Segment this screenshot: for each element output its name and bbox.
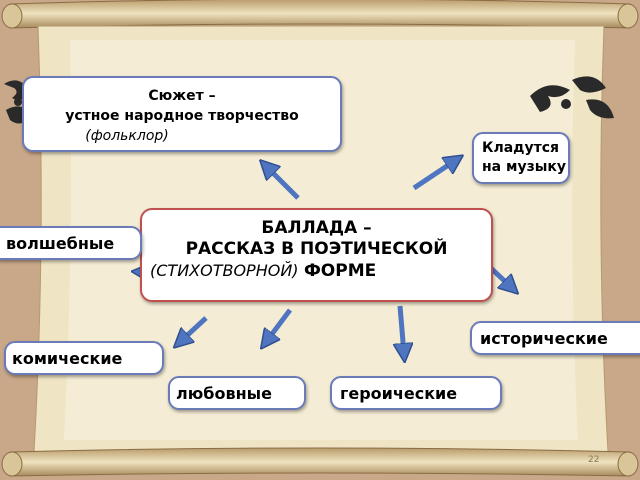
arrow-to-love: [266, 308, 292, 342]
ballad-definition: РАССКАЗ В ПОЭТИЧЕСКОЙ: [185, 239, 448, 259]
type-heroic-label: героические: [340, 384, 458, 403]
ballad-definition-box: БАЛЛАДА – РАССКАЗ В ПОЭТИЧЕСКОЙ (СТИХОТВ…: [140, 208, 493, 302]
type-comic-label: комические: [12, 349, 123, 368]
music-line-1: Кладутся: [482, 140, 559, 156]
plot-title: Сюжет –: [148, 88, 216, 104]
arrow-to-music: [412, 160, 456, 191]
type-love-label: любовные: [176, 384, 272, 403]
plot-box: Сюжет – устное народное творчество (фоль…: [22, 76, 342, 152]
ballad-italic-part: (СТИХОТВОРНОЙ): [150, 261, 299, 280]
type-comic-box: комические: [4, 341, 164, 375]
arrow-to-comic: [180, 316, 208, 342]
type-magic-box: волшебные: [0, 226, 142, 260]
music-line-2: на музыку: [482, 159, 566, 175]
plot-text: устное народное творчество: [65, 108, 299, 124]
type-heroic-box: героические: [330, 376, 502, 410]
ballad-form-word: ФОРМЕ: [303, 261, 377, 281]
arrow-to-plot: [266, 166, 300, 200]
type-historic-box: исторические: [470, 321, 640, 355]
arrow-to-heroic: [400, 305, 404, 354]
type-historic-label: исторические: [480, 329, 608, 348]
music-box: Кладутся на музыку: [472, 132, 570, 184]
plot-note: (фольклор): [85, 128, 169, 144]
type-love-box: любовные: [168, 376, 306, 410]
page-number: 22: [588, 455, 599, 465]
ballad-definition-end: (СТИХОТВОРНОЙ) ФОРМЕ: [142, 260, 491, 282]
type-magic-label: волшебные: [6, 234, 115, 253]
ballad-title: БАЛЛАДА –: [261, 218, 372, 238]
right-flourish-ornament: [530, 76, 614, 119]
